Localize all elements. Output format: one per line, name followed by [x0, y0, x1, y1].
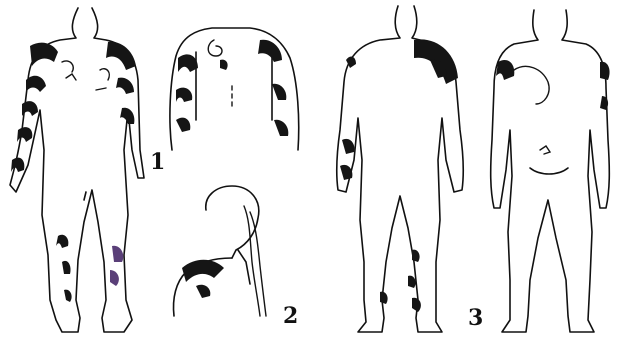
figure-3-front-body [337, 6, 464, 332]
figure-2-label: 2 [283, 305, 298, 327]
figure-1-label: 1 [150, 151, 165, 173]
figure-2-head-braids [174, 186, 267, 316]
figure-1-back-torso [170, 28, 299, 150]
figure-1-front-body [10, 8, 144, 332]
figure-3-label: 3 [468, 307, 483, 329]
figure-3-back-body [491, 10, 610, 332]
